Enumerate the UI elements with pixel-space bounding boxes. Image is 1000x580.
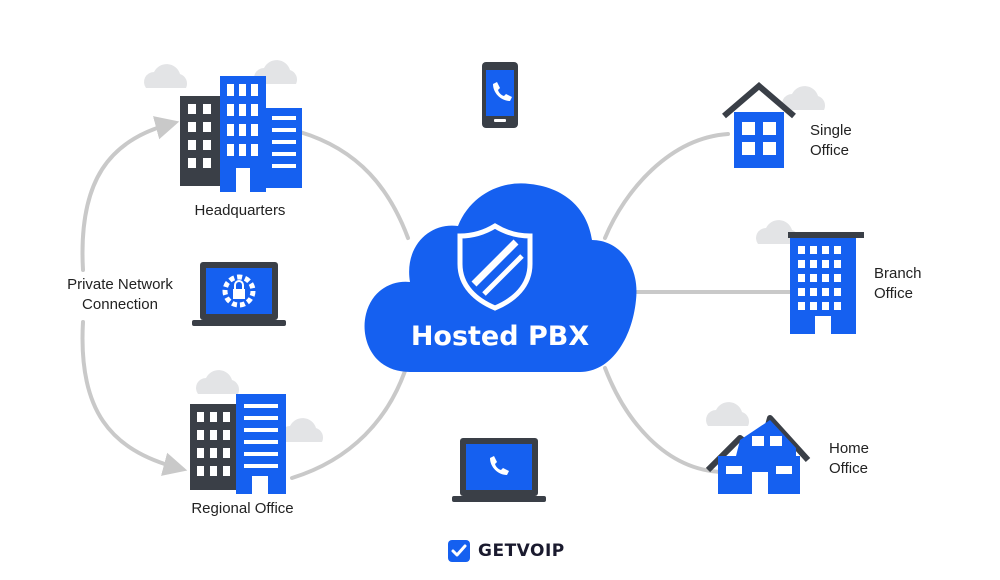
headquarters-label: Headquarters <box>194 202 286 219</box>
regional-office-building-icon <box>190 370 324 494</box>
connector-single-office <box>603 132 730 240</box>
single-office-label-line1: Single <box>810 122 852 139</box>
connector-headquarters <box>298 130 410 240</box>
branch-office-building-icon <box>756 220 864 334</box>
getvoip-logo: GETVOIP <box>448 538 565 564</box>
single-office-house-icon <box>722 82 826 168</box>
private-network-label-line1: Private Network <box>67 276 173 293</box>
single-office-label-line2: Office <box>810 142 849 159</box>
hosted-pbx-cloud <box>364 183 637 372</box>
connector-regional-office <box>290 360 410 480</box>
branch-office-label-line1: Branch <box>874 265 922 282</box>
smartphone-phone-icon <box>482 62 518 128</box>
arrow-to-regional-office <box>80 320 188 476</box>
private-network-arrows <box>80 116 188 476</box>
connector-home-office <box>603 366 724 474</box>
checkmark-badge-icon <box>448 540 470 562</box>
private-network-label-line2: Connection <box>82 296 158 313</box>
regional-office-label: Regional Office <box>191 500 294 517</box>
home-office-house-icon <box>705 402 811 494</box>
hosted-pbx-label: Hosted PBX <box>410 321 590 352</box>
arrow-to-headquarters <box>80 116 180 272</box>
home-office-label-line1: Home <box>829 440 870 457</box>
laptop-lock-icon <box>192 262 286 326</box>
laptop-phone-icon <box>452 438 546 502</box>
home-office-label-line2: Office <box>829 460 868 477</box>
connector-lines <box>290 130 792 480</box>
headquarters-building-icon <box>144 60 302 192</box>
branch-office-label-line2: Office <box>874 285 913 302</box>
brand-name: GETVOIP <box>478 541 565 561</box>
shield-icon <box>457 223 533 311</box>
